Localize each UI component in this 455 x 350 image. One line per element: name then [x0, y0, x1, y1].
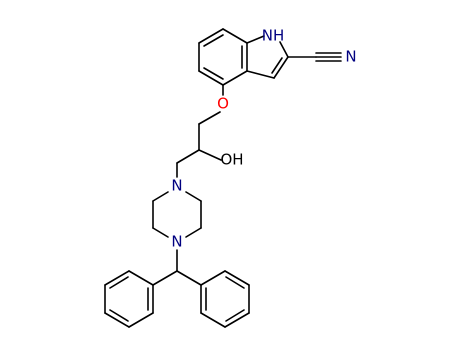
benzhydryl-linkage [152, 249, 202, 286]
right-phenyl-ring [200, 270, 250, 328]
indole-benzene-ring [198, 28, 248, 86]
nitrile-bonds [287, 52, 342, 62]
left-phenyl-ring [104, 270, 154, 328]
indole-pyrrole-ring [246, 35, 289, 79]
nh-atom-label: NH [262, 27, 285, 45]
piperazine-ring [152, 191, 202, 238]
propanol-chain [176, 84, 224, 178]
ether-oxygen-atom-label: O [217, 95, 229, 113]
hydroxyl-atom-label: OH [220, 151, 243, 169]
piperazine-n-bottom-atom-label: N [171, 233, 182, 251]
piperazine-n-top-atom-label: N [171, 177, 182, 195]
nitrile-n-atom-label: N [345, 48, 356, 66]
